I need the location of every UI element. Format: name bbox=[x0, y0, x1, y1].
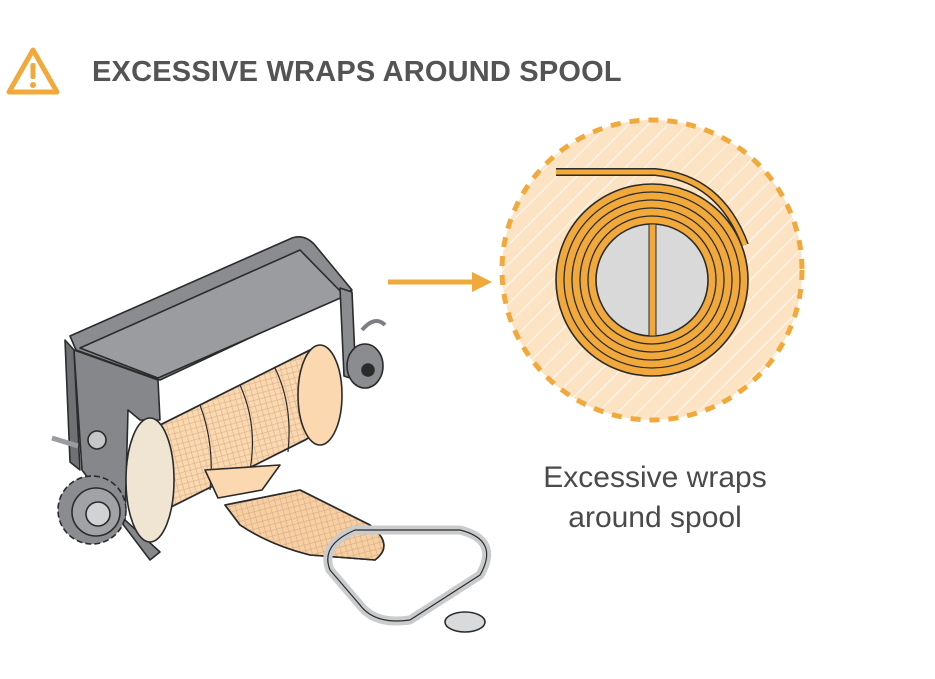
pointer-arrow bbox=[388, 272, 492, 292]
winch-body bbox=[51, 236, 492, 633]
header: EXCESSIVE WRAPS AROUND SPOOL bbox=[0, 38, 935, 108]
callout-caption: Excessive wraps around spool bbox=[500, 458, 810, 538]
callout-line-2: around spool bbox=[568, 501, 742, 534]
page-title: EXCESSIVE WRAPS AROUND SPOOL bbox=[92, 56, 622, 88]
spool-zoom-detail bbox=[499, 117, 805, 423]
callout-line-1: Excessive wraps bbox=[543, 461, 767, 494]
warning-triangle-icon bbox=[6, 47, 60, 95]
